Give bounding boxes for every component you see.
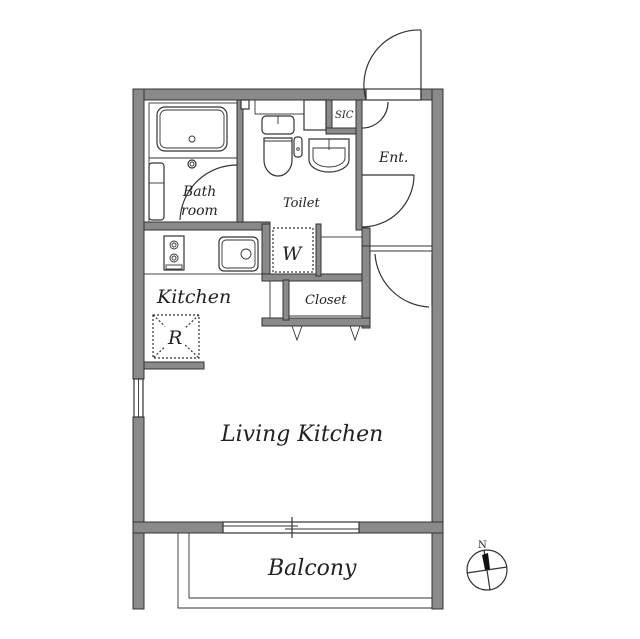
- balcony-label: Balcony: [267, 556, 357, 581]
- refrigerator-space: R: [152, 314, 200, 359]
- entrance-label: Ent.: [378, 150, 408, 166]
- bathroom: Bath room: [148, 102, 238, 223]
- interior-walls: [143, 99, 371, 370]
- washer-space: W: [272, 227, 363, 275]
- entrance: Ent.: [361, 101, 433, 308]
- kitchen: Kitchen: [143, 229, 263, 308]
- entrance-door[interactable]: [363, 29, 422, 101]
- toilet-label: Toilet: [283, 196, 320, 211]
- left-window: [133, 378, 144, 418]
- refrigerator-label: R: [167, 327, 182, 349]
- balcony-window[interactable]: [222, 517, 360, 538]
- compass-icon: N: [466, 540, 508, 591]
- living-kitchen-label: Living Kitchen: [220, 422, 383, 447]
- balcony-outline: [177, 533, 432, 609]
- sic-label: SIC: [335, 110, 354, 121]
- toilet-room: Toilet: [254, 99, 350, 211]
- washer-label: W: [282, 243, 303, 265]
- compass-north-label: N: [478, 540, 487, 551]
- kitchen-label: Kitchen: [156, 286, 231, 308]
- bathroom-label: Bath: [182, 184, 216, 200]
- sic-closet: SIC: [331, 99, 357, 129]
- closet-label: Closet: [305, 293, 347, 308]
- closet: Closet: [269, 280, 363, 342]
- outer-walls: [132, 88, 444, 610]
- bathroom-label-2: room: [181, 203, 218, 219]
